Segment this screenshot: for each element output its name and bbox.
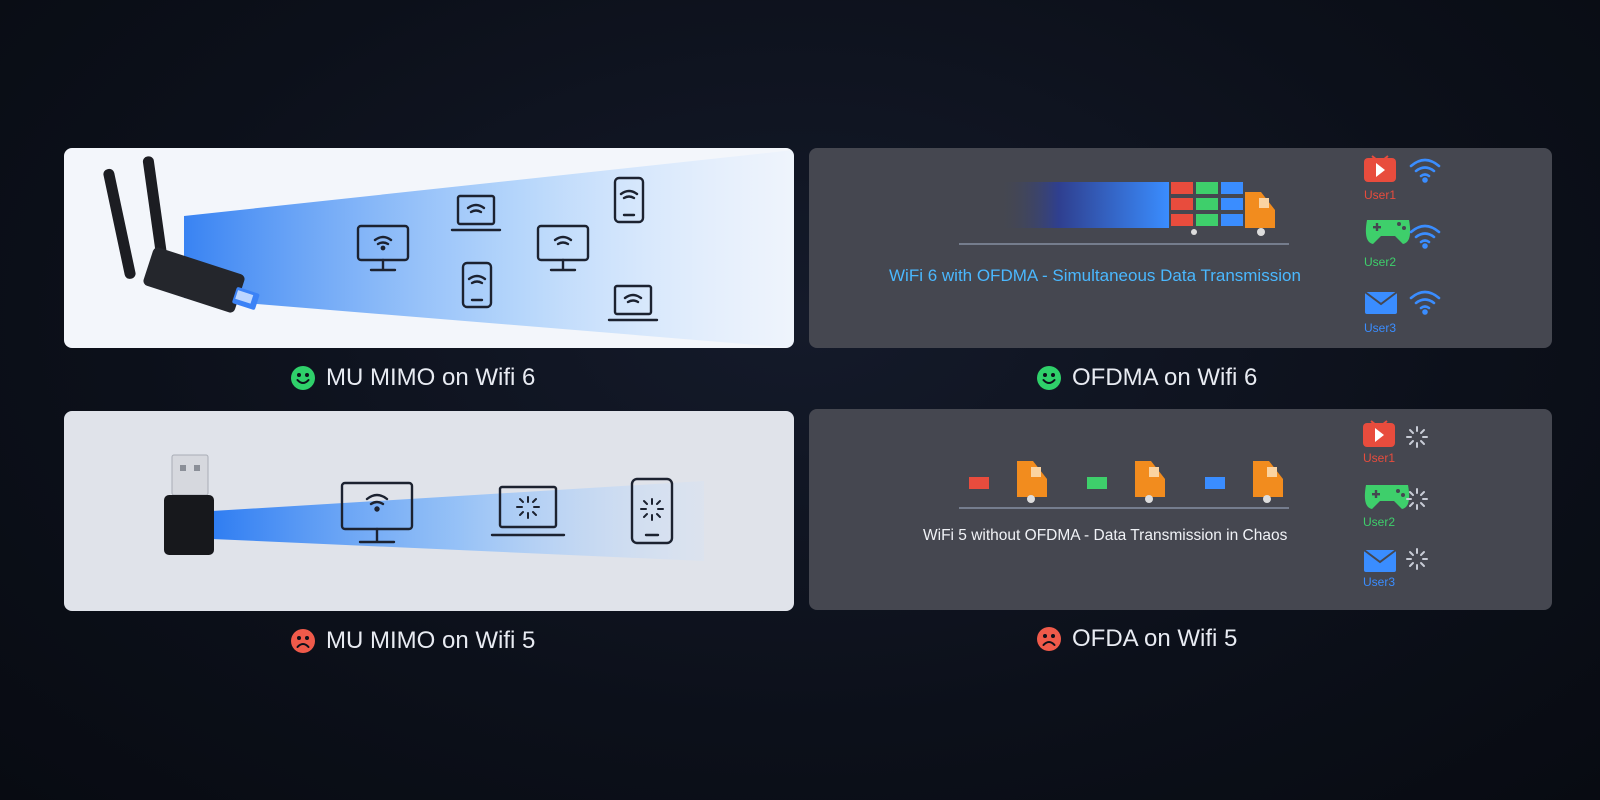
frown-icon (1037, 627, 1061, 651)
panel-ofdma-wifi6: WiFi 6 with OFDMA - Simultaneous Data Tr… (809, 148, 1552, 348)
user3-label: User3 (1363, 575, 1396, 589)
loading-icon (1406, 488, 1428, 510)
laptop-icon (490, 485, 566, 537)
cargo-blocks (1171, 182, 1243, 226)
user3-mail-icon (1364, 291, 1398, 314)
ofdma-wifi6-illustration (959, 155, 1441, 315)
phone-icon (630, 477, 674, 545)
truck-group (1205, 461, 1283, 503)
monitor-icon (536, 224, 590, 272)
panel-ofdma-wifi5: WiFi 5 without OFDMA - Data Transmission… (809, 409, 1552, 610)
loading-icon (1406, 548, 1428, 570)
laptop-icon (607, 284, 659, 322)
user1-label: User1 (1364, 188, 1397, 202)
ofdma-wifi6-banner: WiFi 6 with OFDMA - Simultaneous Data Tr… (889, 266, 1301, 285)
phone-icon (461, 261, 493, 309)
usb-dongle-icon (164, 454, 214, 555)
user3-label: User3 (1364, 321, 1397, 335)
wifi-icon (1409, 158, 1441, 183)
smiley-icon (291, 366, 315, 390)
caption-ofdma-wifi5: OFDA on Wifi 5 (1036, 625, 1237, 653)
loading-icon (640, 498, 664, 521)
truck-group (1087, 461, 1165, 503)
usb-adapter-icon (103, 156, 260, 313)
user1-play-icon (1363, 420, 1395, 447)
user1-label: User1 (1363, 451, 1396, 465)
user2-gamepad-icon (1365, 220, 1411, 244)
monitor-icon (356, 224, 410, 272)
loading-icon (516, 496, 540, 519)
user2-gamepad-icon (1364, 485, 1410, 509)
caption-text: OFDA on Wifi 5 (1072, 625, 1238, 652)
caption-ofdma-wifi6: OFDMA on Wifi 6 (1036, 364, 1257, 392)
truck-icon (1191, 192, 1275, 236)
wifi-icon (1409, 224, 1441, 249)
caption-text: OFDMA on Wifi 6 (1072, 364, 1258, 391)
user3-mail-icon (1363, 549, 1397, 572)
phone-icon (613, 176, 645, 224)
panel-mumimo-wifi6 (64, 148, 794, 348)
loading-icon (1406, 426, 1428, 448)
ofdma-wifi5-illustration (959, 420, 1428, 572)
mumimo-wifi5-illustration (164, 454, 704, 561)
signal-beam (184, 150, 794, 348)
caption-mumimo-wifi6: MU MIMO on Wifi 6 (290, 364, 535, 392)
panel-mumimo-wifi5 (64, 411, 794, 611)
user2-label: User2 (1364, 255, 1397, 269)
caption-text: MU MIMO on Wifi 5 (326, 627, 536, 654)
truck-group (969, 461, 1047, 503)
user1-play-icon (1364, 155, 1396, 182)
caption-text: MU MIMO on Wifi 6 (326, 364, 536, 391)
smiley-icon (1037, 366, 1061, 390)
mumimo-wifi6-illustration (103, 150, 794, 348)
monitor-icon (340, 481, 414, 544)
frown-icon (291, 629, 315, 653)
wifi-icon (1409, 290, 1441, 315)
loading-indicators (1406, 426, 1428, 570)
signal-beam (212, 481, 704, 561)
laptop-icon (450, 194, 502, 232)
wifi-signal-icons (1409, 158, 1441, 315)
caption-mumimo-wifi5: MU MIMO on Wifi 5 (290, 627, 535, 655)
ofdma-wifi5-banner: WiFi 5 without OFDMA - Data Transmission… (923, 527, 1288, 544)
data-stream (999, 182, 1169, 228)
user2-label: User2 (1363, 515, 1396, 529)
